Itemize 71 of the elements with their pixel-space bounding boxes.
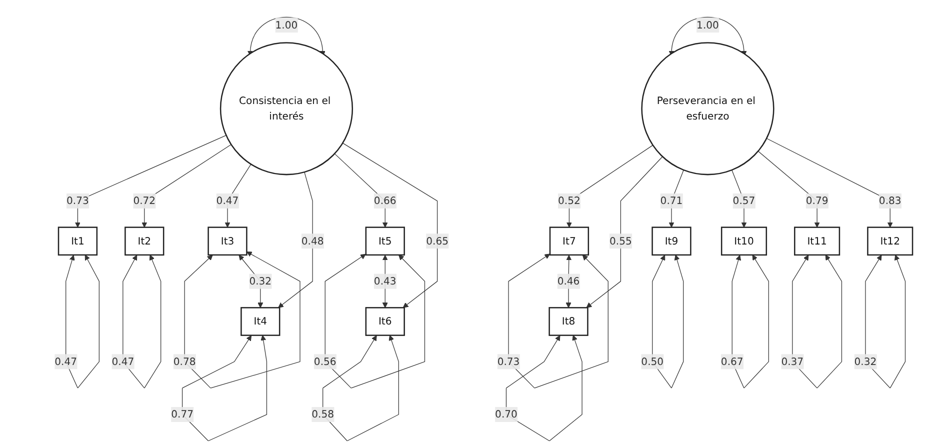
node-box: It8 xyxy=(548,307,588,336)
arrow xyxy=(566,254,572,308)
arrow xyxy=(278,172,313,308)
edge-label: 0.79 xyxy=(806,194,828,207)
node-box: It6 xyxy=(365,307,405,336)
edge-label: 0.32 xyxy=(854,355,877,368)
edge-label: 0.48 xyxy=(301,234,324,247)
edge-label: 1.00 xyxy=(275,18,298,31)
node-box: It9 xyxy=(652,226,692,256)
node-box: It2 xyxy=(124,226,164,256)
edge-label: 0.46 xyxy=(557,275,580,287)
arrow xyxy=(66,254,100,388)
arrow xyxy=(182,335,268,442)
arrow xyxy=(508,254,608,388)
arrow xyxy=(865,254,906,388)
arrow xyxy=(324,254,426,388)
edge-label: 0.50 xyxy=(641,355,664,368)
edge-label: 0.47 xyxy=(54,355,78,368)
node-box: It5 xyxy=(365,226,405,256)
node-box: It7 xyxy=(549,226,590,256)
node-circle: Consistencia en el interés xyxy=(220,42,354,176)
node-box: It3 xyxy=(208,226,248,256)
arrow xyxy=(652,254,684,388)
arrow xyxy=(74,134,226,228)
edge-label: 0.65 xyxy=(426,234,448,247)
edge-label: 0.58 xyxy=(312,408,334,420)
node-box: It1 xyxy=(58,226,98,256)
arrow xyxy=(342,142,438,308)
edge-label: 1.00 xyxy=(696,18,719,31)
edge-label: 0.77 xyxy=(171,408,194,420)
edge-label: 0.67 xyxy=(720,355,744,368)
node-box: It12 xyxy=(867,226,914,256)
edge-label: 0.57 xyxy=(732,194,756,207)
edge-label: 0.52 xyxy=(558,194,580,207)
node-circle: Perseverancia en el esfuerzo xyxy=(641,42,774,176)
edge-label: 0.32 xyxy=(249,275,272,287)
arrow xyxy=(758,150,820,228)
arrow xyxy=(766,138,893,228)
arrow xyxy=(792,254,842,388)
arrow xyxy=(669,16,746,56)
edge-label: 0.47 xyxy=(112,355,134,368)
edge-label: 0.37 xyxy=(781,355,804,368)
edge-label: 0.56 xyxy=(314,355,336,368)
arrow xyxy=(238,254,264,308)
edge-label: 0.73 xyxy=(66,194,89,207)
edge-label: 0.78 xyxy=(173,355,196,368)
edge-label: 0.66 xyxy=(374,194,396,207)
arrow xyxy=(184,252,300,388)
arrow xyxy=(334,153,388,228)
arrow xyxy=(586,156,663,308)
edge-label: 0.43 xyxy=(374,275,396,287)
edge-label: 0.55 xyxy=(610,234,632,247)
edge-label: 0.70 xyxy=(495,408,518,420)
arrow xyxy=(142,144,232,228)
node-box: It11 xyxy=(794,226,840,256)
edge-label: 0.73 xyxy=(497,355,520,368)
edge-label: 0.83 xyxy=(878,194,902,207)
arrow xyxy=(122,254,162,388)
arrow xyxy=(506,335,582,442)
arrow xyxy=(382,254,388,308)
arrow xyxy=(732,254,769,388)
arrow xyxy=(248,16,326,56)
arrow xyxy=(732,170,747,228)
arrow xyxy=(668,170,684,228)
edge-label: 0.71 xyxy=(660,194,683,207)
edge-label: 0.47 xyxy=(216,194,239,207)
arrow xyxy=(322,335,399,442)
arrow xyxy=(566,144,654,228)
node-box: It4 xyxy=(240,307,280,336)
node-box: It10 xyxy=(720,226,768,256)
edge-label: 0.72 xyxy=(133,194,156,207)
